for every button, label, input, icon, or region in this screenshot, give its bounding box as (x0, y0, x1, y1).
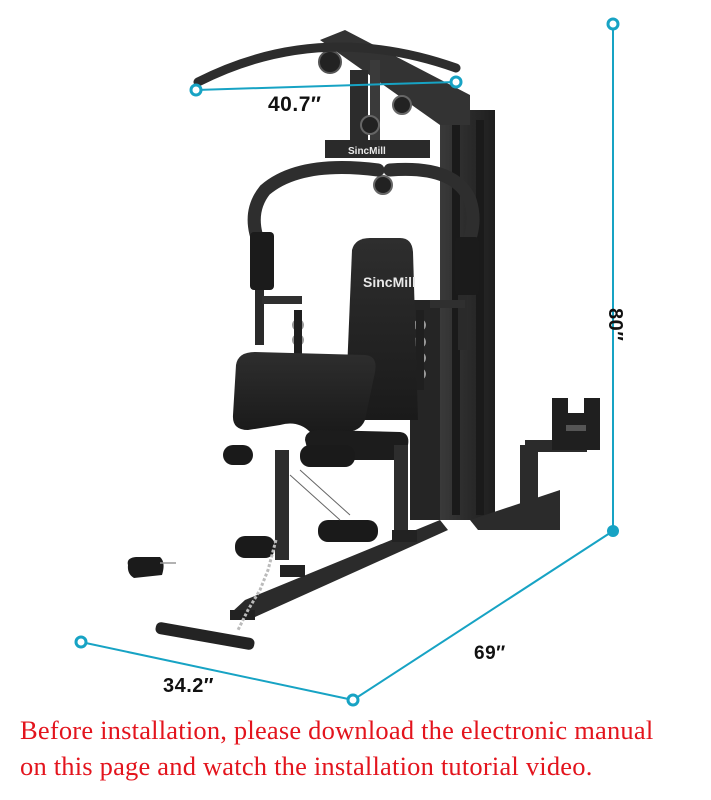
base-frame (230, 440, 587, 620)
installation-notice: Before installation, please download the… (20, 712, 710, 784)
dimension-lines (74, 17, 620, 707)
notice-line-2: on this page and watch the installation … (20, 751, 593, 781)
backrest-logo: SincMill (363, 274, 416, 290)
base-width-label: 34.2″ (163, 675, 215, 697)
press-arms (247, 161, 480, 257)
top-plate-logo: SincMill (348, 146, 386, 157)
height-label: 80″ (604, 308, 626, 342)
notice-line-1: Before installation, please download the… (20, 715, 654, 745)
depth-label: 69″ (474, 643, 506, 664)
dim-line-top (195, 81, 457, 91)
foot-plate (552, 398, 600, 450)
lat-bar (193, 42, 461, 87)
left-arm-pad (250, 232, 274, 290)
chain (236, 539, 278, 631)
t-bar-handle (155, 622, 255, 650)
dim-line-depth (352, 530, 614, 701)
top-bar-width-label: 40.7″ (268, 93, 322, 116)
leg-extension (223, 445, 408, 560)
right-arm-pad (455, 237, 479, 295)
preacher-pad (232, 352, 376, 432)
ankle-strap (127, 557, 164, 578)
dim-line-base (80, 641, 354, 701)
top-plate: SincMill (325, 140, 430, 158)
dim-endpoint-corner (607, 525, 619, 537)
